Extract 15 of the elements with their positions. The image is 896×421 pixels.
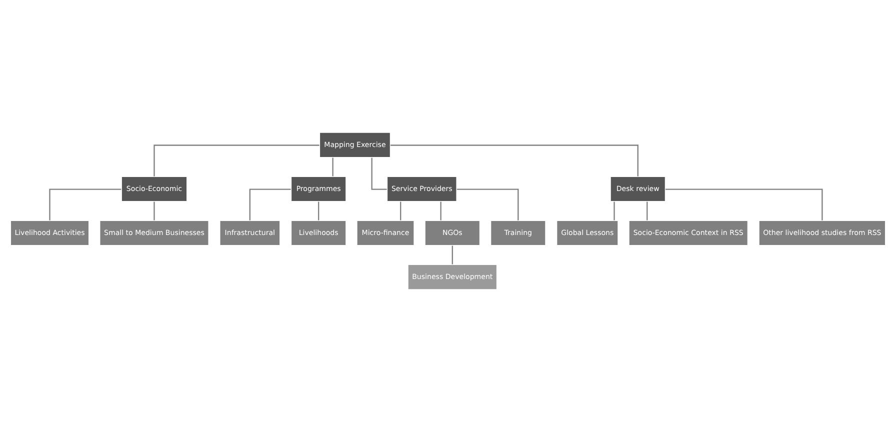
- connector: [440, 201, 442, 220]
- connector: [371, 157, 387, 190]
- connector: [154, 201, 155, 220]
- connector: [390, 144, 638, 176]
- connector: [456, 188, 519, 220]
- connector: [614, 201, 615, 220]
- connector: [249, 188, 291, 220]
- connector: [318, 201, 320, 220]
- connector: [154, 144, 320, 176]
- connector: [665, 188, 823, 220]
- connector: [400, 201, 402, 220]
- connector: [646, 201, 648, 220]
- connector: [452, 245, 453, 264]
- connector: [49, 188, 122, 220]
- connector: [332, 157, 334, 176]
